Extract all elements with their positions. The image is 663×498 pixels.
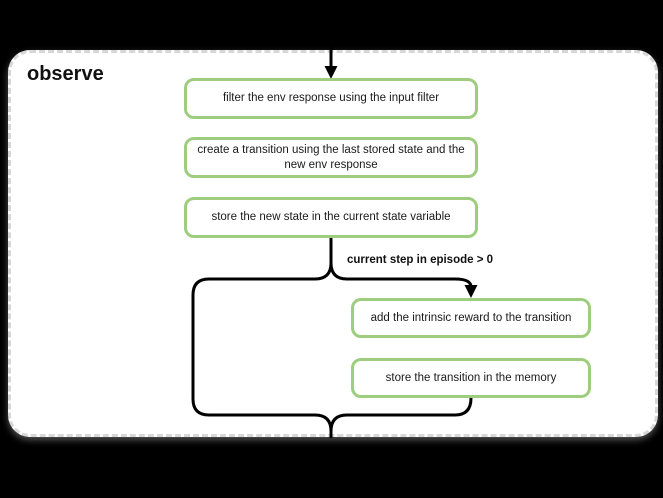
group-title: observe (27, 63, 104, 85)
flow-node-label: store the transition in the memory (385, 371, 557, 384)
flow-node-store-transition: store the transition in the memory (351, 358, 591, 398)
flow-node-store-new-state: store the new state in the current state… (184, 197, 478, 238)
connector-merge-path (329, 397, 473, 438)
flow-node-label: store the new state in the current state… (211, 211, 451, 224)
flow-node-label: create a transition using the last store… (197, 143, 465, 171)
arrow-down-head-icon (464, 285, 478, 298)
flow-node-label: filter the env response using the input … (222, 92, 440, 105)
flow-node-filter-env-response: filter the env response using the input … (184, 78, 478, 119)
connector-branch-path (329, 262, 473, 288)
branch-condition-label: current step in episode > 0 (347, 254, 494, 266)
flow-node-label: add the intrinsic reward to the transiti… (370, 311, 572, 324)
flow-node-create-transition: create a transition using the last store… (184, 137, 478, 178)
flow-node-add-intrinsic-reward: add the intrinsic reward to the transiti… (351, 298, 591, 338)
connector-bypass-path (191, 262, 333, 438)
arrow-down-head-icon (324, 66, 338, 79)
